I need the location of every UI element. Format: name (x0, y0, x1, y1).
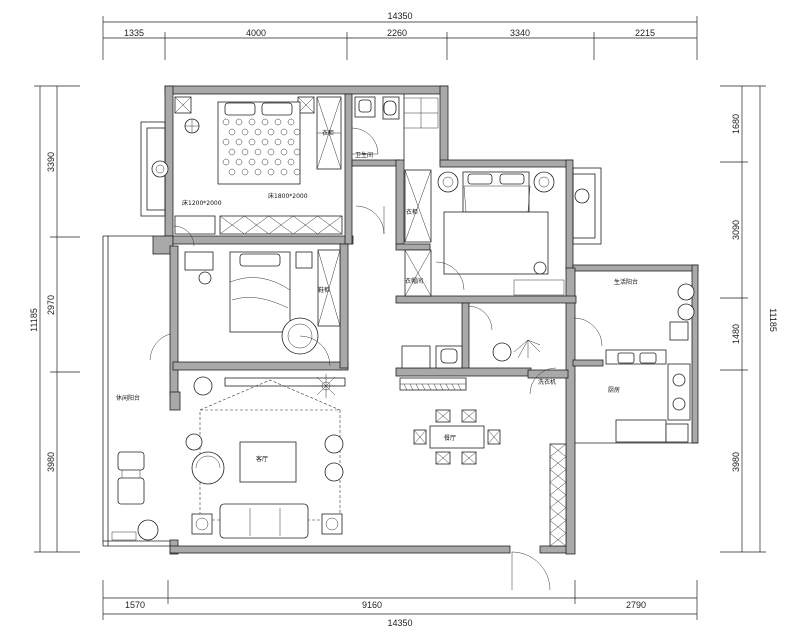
top-dimension-3: 2260 (387, 28, 407, 38)
right-dimension-1: 1680 (731, 114, 741, 134)
living-room-label: 客厅 (256, 455, 268, 463)
kitchen: 生活阳台 厨房 (573, 278, 695, 443)
right-dimension-4: 3980 (731, 452, 741, 472)
plant-icon (314, 374, 338, 398)
top-dimension-5: 2215 (635, 28, 655, 38)
left-balcony: 休闲阳台 (111, 394, 159, 541)
left-dimension-3: 3980 (46, 452, 56, 472)
right-dimension-2: 3090 (731, 220, 741, 240)
dressing-area: 衣帽间 (355, 205, 465, 297)
dining-label: 餐厅 (444, 434, 456, 442)
top-dimension-1: 1335 (124, 28, 144, 38)
master-bed (217, 101, 301, 185)
right-total-dimension: 11185 (768, 308, 778, 332)
master-bed-size-label: 床1800*2000 (268, 192, 308, 200)
shoe-cabinet-label: 鞋柜 (318, 286, 330, 294)
utility-balcony-label: 生活阳台 (614, 278, 638, 286)
east-storage (511, 443, 567, 591)
right-dimensions: 1680 3090 1480 3980 11185 (720, 85, 778, 553)
left-total-dimension: 11185 (29, 308, 39, 332)
left-dimension-1: 3390 (46, 152, 56, 172)
kitchen-label: 厨房 (608, 386, 620, 394)
washing-label: 洗衣机 (538, 378, 556, 386)
bottom-dimension-3: 2790 (626, 600, 646, 610)
bathroom-label: 卫生间 (355, 151, 373, 159)
left-dimensions: 11185 3390 2970 3980 (29, 85, 80, 553)
bottom-dimension-2: 9160 (362, 600, 382, 610)
balcony-label: 休闲阳台 (116, 394, 140, 402)
walls (102, 85, 699, 555)
dining-area: 餐厅 (413, 409, 501, 465)
left-dimension-2: 2970 (46, 295, 56, 315)
small-bedroom: 鞋柜 (149, 249, 341, 361)
bottom-total-dimension: 14350 (387, 618, 412, 628)
master-bathroom: 卫生间 (351, 94, 439, 160)
top-dimensions: 14350 1335 4000 2260 3340 2215 (102, 11, 698, 60)
master-bedroom: 衣柜 床1800*2000 床1200*2000 (151, 96, 343, 235)
wardrobe-label-a: 衣柜 (322, 129, 334, 137)
second-bed-size-label: 床1200*2000 (182, 199, 222, 207)
bottom-dimension-1: 1570 (125, 600, 145, 610)
wardrobe-label-b: 衣柜 (406, 208, 418, 216)
bottom-dimensions: 1570 9160 2790 14350 (102, 580, 698, 628)
middle-bathroom: 洗衣机 (399, 305, 556, 395)
top-dimension-4: 3340 (510, 28, 530, 38)
top-dimension-2: 4000 (246, 28, 266, 38)
dressing-label: 衣帽间 (405, 277, 423, 285)
right-dimension-3: 1480 (731, 324, 741, 344)
living-room: 客厅 (185, 374, 346, 539)
bed-pattern (222, 118, 301, 176)
top-total-dimension: 14350 (387, 11, 412, 21)
door-swings (173, 225, 331, 367)
second-bedroom: 衣柜 (404, 169, 590, 296)
